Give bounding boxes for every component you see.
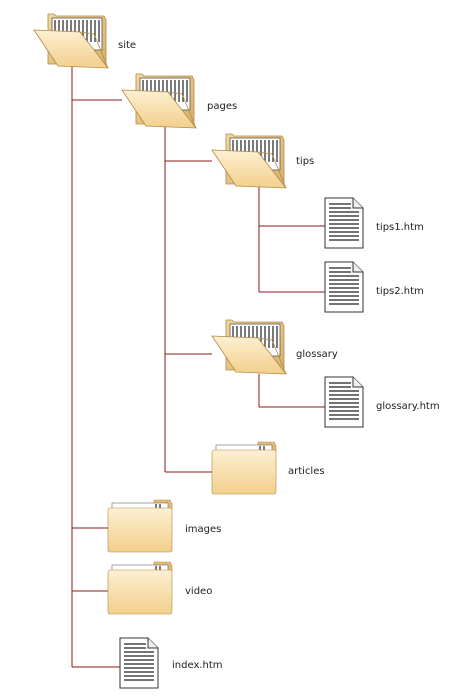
- closed-folder-icon-articles: [211, 441, 277, 495]
- document-icon-tips1: [324, 197, 364, 249]
- file-label-tips2: tips2.htm: [376, 286, 424, 297]
- open-folder-icon-pages: [121, 73, 197, 129]
- file-label-glossary: glossary.htm: [376, 401, 440, 412]
- file-label-index: index.htm: [172, 660, 223, 671]
- file-label-tips1: tips1.htm: [376, 222, 424, 233]
- closed-folder-icon-images: [107, 499, 173, 553]
- document-icon-glossary: [324, 376, 364, 428]
- connector-lines: [71, 62, 325, 668]
- document-icon-tips2: [324, 261, 364, 313]
- folder-label-video: video: [185, 586, 213, 597]
- folder-label-tips: tips: [296, 156, 315, 167]
- closed-folder-icon-video: [107, 561, 173, 615]
- open-folder-icon-site: [33, 13, 109, 69]
- folder-label-pages: pages: [207, 101, 238, 112]
- document-icon-index: [119, 637, 159, 689]
- open-folder-icon-tips: [211, 133, 287, 189]
- open-folder-icon-glossary: [211, 319, 287, 375]
- folder-label-site: site: [118, 40, 137, 51]
- folder-label-images: images: [185, 524, 222, 535]
- folder-label-articles: articles: [288, 466, 325, 477]
- folder-label-glossary: glossary: [296, 349, 338, 360]
